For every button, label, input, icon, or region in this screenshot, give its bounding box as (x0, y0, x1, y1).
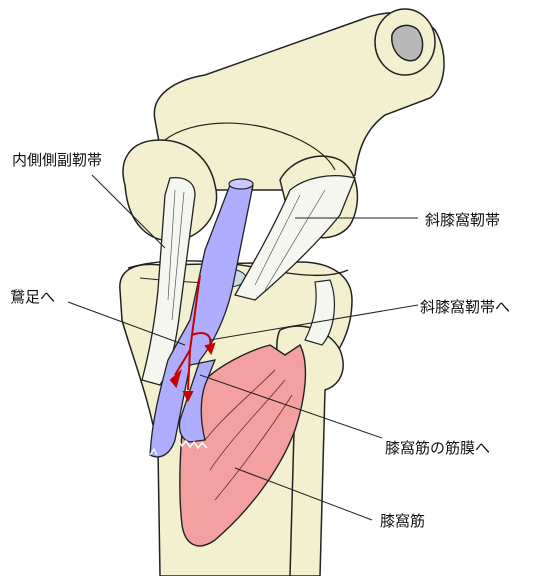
oblique-popliteal-ligament (234, 175, 356, 346)
leader-lines (67, 174, 419, 521)
label-pes-anserinus: 鵞足へ (10, 288, 55, 306)
popliteus-muscle-shape (179, 343, 307, 547)
medial-collateral-ligament (141, 176, 196, 386)
label-to-popliteus-fascia: 膝窩筋の筋膜へ (385, 439, 490, 457)
label-oblique-popliteal-ligament: 斜膝窩靭帯 (425, 211, 500, 229)
label-to-oblique-popliteal-ligament: 斜膝窩靭帯へ (420, 298, 510, 316)
label-medial-collateral-ligament: 内側側副靭帯 (12, 151, 102, 169)
red-arrows (169, 274, 216, 403)
label-popliteus-muscle: 膝窩筋 (380, 512, 425, 530)
semimembranosus-tendon (149, 178, 254, 458)
marrow-cavity (391, 24, 424, 62)
